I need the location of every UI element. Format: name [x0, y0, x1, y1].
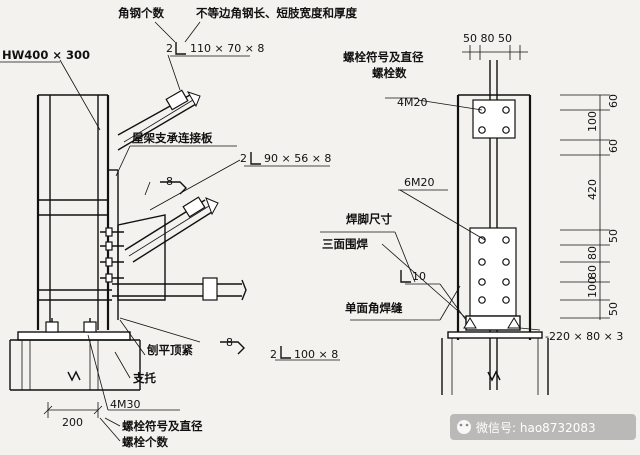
weld-size-ten: 10: [412, 270, 426, 283]
middle-angle-brace: [124, 196, 219, 263]
weld-leg-size-label: 焊脚尺寸: [346, 212, 392, 226]
dimension-200: [43, 402, 103, 418]
base-plate: [9, 318, 141, 391]
wechat-icon: [457, 420, 471, 434]
plate-bolts: [100, 227, 124, 283]
single-fillet-weld-label: 单面角焊缝: [345, 301, 403, 315]
column-section-label: HW400 × 300: [2, 48, 90, 62]
angle-count-label: 角钢个数: [118, 6, 164, 20]
bolt-symbol-label-left: 螺栓符号及直径: [122, 419, 203, 433]
dim-80-b: 80: [586, 265, 599, 279]
upper-bolt-group: [478, 106, 510, 134]
unequal-angle-label: 不等边角钢长、短肢宽度和厚度: [196, 6, 357, 20]
top-dimension-text: 50 80 50: [463, 32, 512, 45]
dim-50-bottom: 50: [607, 302, 620, 316]
left-detail-drawing: [0, 21, 340, 442]
lower-horizontal-angle: [112, 277, 247, 301]
dim-50-mid: 50: [607, 229, 620, 243]
angle1-number: 2: [166, 42, 173, 55]
weld-size-upper: 8: [166, 175, 173, 188]
dim-420: 420: [586, 179, 599, 200]
three-side-weld-label: 三面围焊: [322, 237, 368, 251]
dimension-200-text: 200: [62, 416, 83, 429]
angle1-size: 110 × 70 × 8: [190, 42, 264, 55]
right-detail-drawing: [320, 45, 610, 395]
support-bracket-label: 支托: [132, 371, 156, 385]
dim-60-top: 60: [607, 94, 620, 108]
middle-bolt-group: [478, 236, 510, 304]
weld-size-lower: 8: [226, 336, 233, 349]
watermark: 微信号: hao8732083: [450, 414, 636, 440]
roof-support-plate-label: 屋架支承连接板: [132, 131, 213, 145]
dim-60-mid: 60: [607, 139, 620, 153]
dim-80-a: 80: [586, 246, 599, 260]
angle2-number: 2: [240, 152, 247, 165]
bolt-count-label-right: 螺栓数: [372, 66, 407, 80]
dim-100-top: 100: [586, 111, 599, 132]
planed-tight-label: 刨平顶紧: [146, 343, 193, 357]
upper-bolts-label: 4M20: [397, 96, 428, 109]
angle2-size: 90 × 56 × 8: [264, 152, 331, 165]
watermark-text: 微信号: hao8732083: [476, 421, 596, 435]
dim-100-bottom: 100: [586, 277, 599, 298]
bolt-symbol-label-right: 螺栓符号及直径: [343, 50, 424, 64]
angle3-size: 100 × 8: [294, 348, 338, 361]
anchor-bolt-label: 4M30: [110, 398, 141, 411]
upper-angle-brace: [117, 89, 201, 151]
bracket-plate-size: -220 × 80 × 3: [545, 330, 623, 343]
angle3-number: 2: [270, 348, 277, 361]
bolt-count-label-left: 螺栓个数: [122, 435, 168, 449]
middle-bolts-label: 6M20: [404, 176, 435, 189]
